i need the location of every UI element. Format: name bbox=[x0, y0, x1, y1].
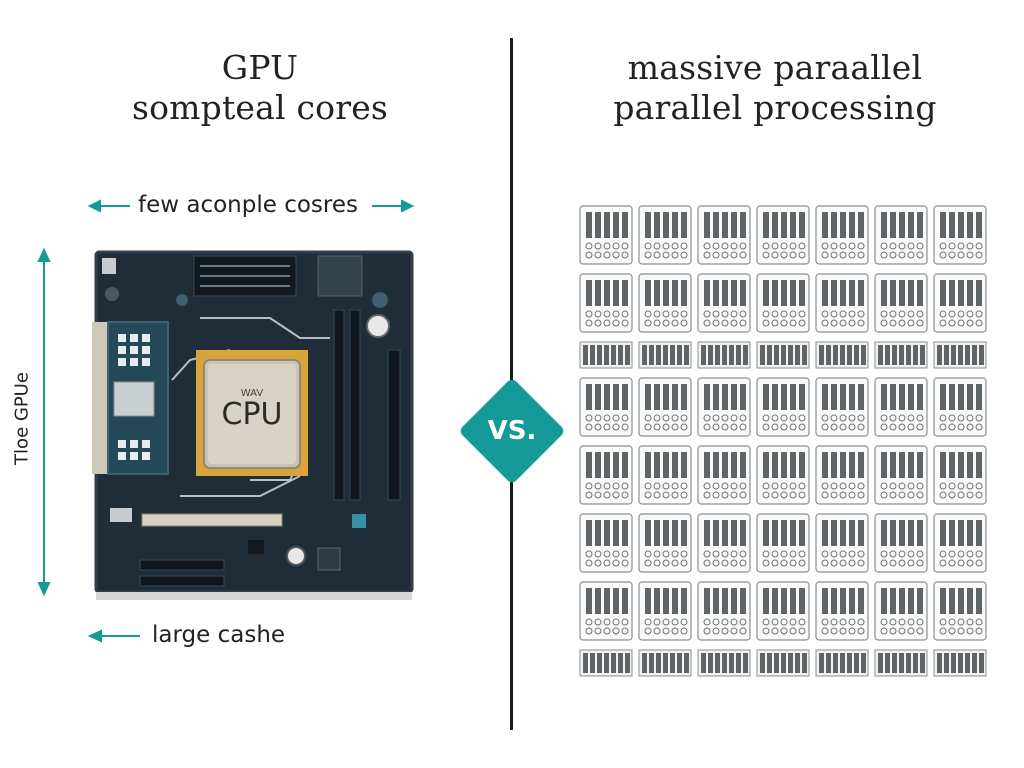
left-title-line2: sompteal cores bbox=[131, 88, 389, 127]
core-cell bbox=[697, 581, 751, 641]
core-cell bbox=[756, 377, 810, 437]
core-cell bbox=[815, 445, 869, 505]
core-cell bbox=[756, 205, 810, 265]
core-cell bbox=[579, 581, 633, 641]
core-bar bbox=[874, 341, 928, 369]
cache-arrow bbox=[87, 629, 140, 643]
core-cell bbox=[638, 205, 692, 265]
core-bar bbox=[579, 649, 633, 677]
core-bar bbox=[697, 649, 751, 677]
right-title-line2: parallel processing bbox=[613, 88, 937, 127]
core-bar bbox=[638, 649, 692, 677]
core-cell bbox=[756, 513, 810, 573]
core-cell bbox=[815, 377, 869, 437]
large-cache-label: large cashe bbox=[152, 622, 286, 648]
core-cell bbox=[933, 581, 987, 641]
core-cell bbox=[579, 377, 633, 437]
core-bar bbox=[756, 649, 810, 677]
top-width-arrow bbox=[87, 199, 415, 213]
core-cell bbox=[874, 445, 928, 505]
core-cell bbox=[815, 513, 869, 573]
core-cell bbox=[933, 273, 987, 333]
left-title-line1: GPU bbox=[221, 48, 299, 87]
core-cell bbox=[638, 273, 692, 333]
core-bar bbox=[933, 341, 987, 369]
core-cell bbox=[579, 205, 633, 265]
core-cell bbox=[638, 377, 692, 437]
core-bar bbox=[697, 341, 751, 369]
core-cell bbox=[874, 377, 928, 437]
core-bar bbox=[815, 341, 869, 369]
chip-small-label: WAV bbox=[241, 388, 264, 399]
chip-label: CPU bbox=[222, 397, 283, 432]
core-cell bbox=[579, 513, 633, 573]
core-cell bbox=[697, 205, 751, 265]
core-grid bbox=[579, 205, 987, 677]
few-cores-label: few aconple cosres bbox=[138, 192, 358, 218]
core-bar bbox=[815, 649, 869, 677]
core-bar bbox=[756, 341, 810, 369]
core-cell bbox=[756, 445, 810, 505]
core-cell bbox=[756, 273, 810, 333]
core-cell bbox=[579, 445, 633, 505]
vs-label: VS. bbox=[487, 416, 537, 446]
core-cell bbox=[756, 581, 810, 641]
core-bar bbox=[579, 341, 633, 369]
core-cell bbox=[874, 273, 928, 333]
core-cell bbox=[697, 273, 751, 333]
core-cell bbox=[874, 205, 928, 265]
core-cell bbox=[697, 513, 751, 573]
core-cell bbox=[638, 581, 692, 641]
core-cell bbox=[579, 273, 633, 333]
core-cell bbox=[638, 445, 692, 505]
core-cell bbox=[874, 513, 928, 573]
core-cell bbox=[815, 581, 869, 641]
core-cell bbox=[815, 273, 869, 333]
core-cell bbox=[874, 581, 928, 641]
core-cell bbox=[933, 205, 987, 265]
core-cell bbox=[638, 513, 692, 573]
core-bar bbox=[933, 649, 987, 677]
left-title: GPU sompteal cores bbox=[80, 48, 440, 128]
side-height-arrow bbox=[37, 247, 51, 597]
core-cell bbox=[933, 513, 987, 573]
core-cell bbox=[815, 205, 869, 265]
core-bar bbox=[638, 341, 692, 369]
core-cell bbox=[933, 377, 987, 437]
core-bar bbox=[874, 649, 928, 677]
motherboard bbox=[92, 250, 414, 600]
right-title-line1: massive paraallel bbox=[627, 48, 923, 87]
core-cell bbox=[697, 445, 751, 505]
core-cell bbox=[933, 445, 987, 505]
right-title: massive paraallel parallel processing bbox=[555, 48, 995, 128]
core-cell bbox=[697, 377, 751, 437]
